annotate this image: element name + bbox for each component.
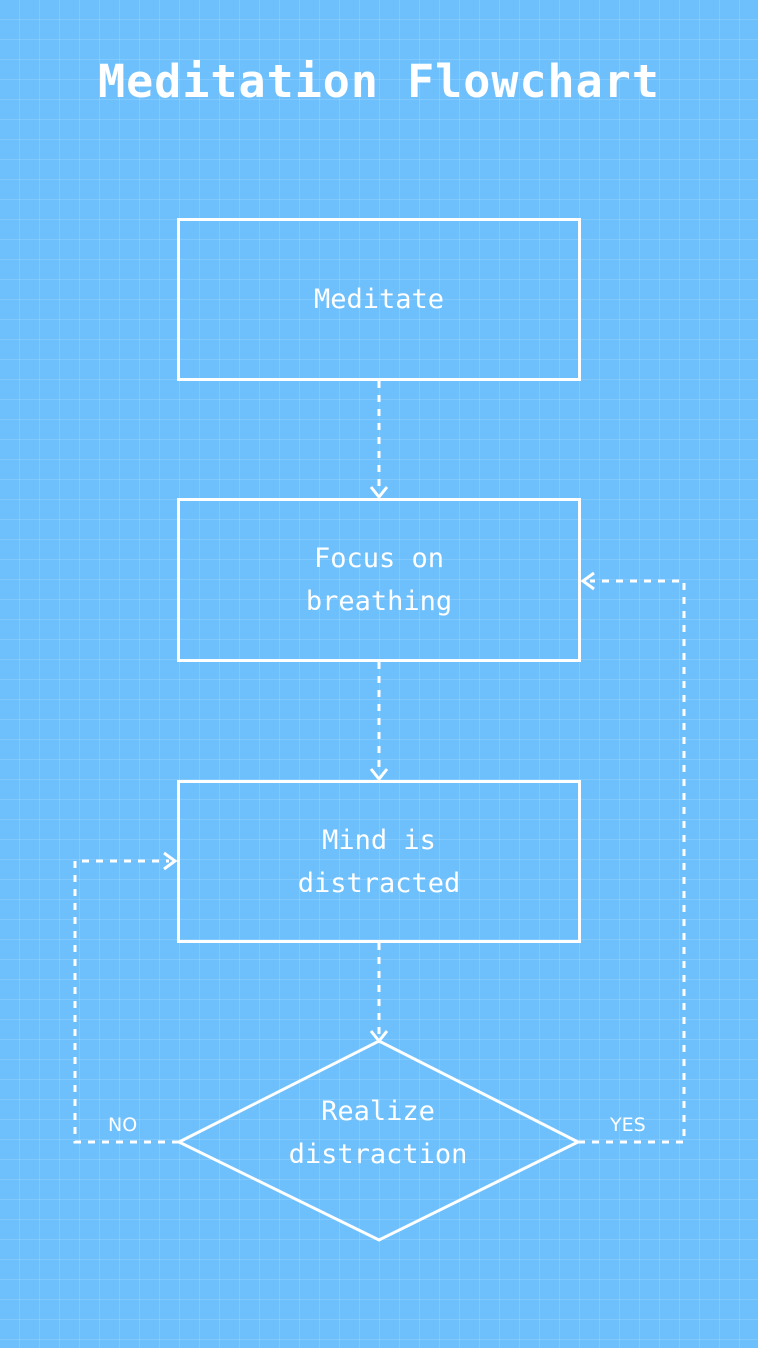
page-title: Meditation Flowchart: [98, 55, 660, 108]
node-focus-on-breathing[interactable]: Focus on breathing: [177, 498, 581, 662]
edge-realize-yes-to-focus: [578, 571, 686, 1144]
edge-realize-no-to-distracted: [73, 851, 179, 1144]
node-realize-distraction-label[interactable]: Realize distraction: [288, 1096, 468, 1170]
edge-distracted-to-realize: [369, 943, 389, 1044]
node-mind-is-distracted[interactable]: Mind is distracted: [177, 780, 581, 943]
node-meditate[interactable]: Meditate: [177, 218, 581, 381]
edge-label-yes: YES: [610, 1114, 646, 1136]
node-realize-distraction-shape: [175, 1039, 582, 1242]
edge-meditate-to-focus: [369, 381, 389, 500]
edge-focus-to-distracted: [369, 662, 389, 782]
edge-label-no: NO: [108, 1114, 138, 1136]
